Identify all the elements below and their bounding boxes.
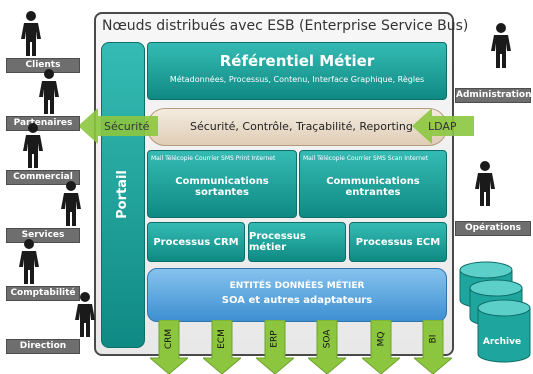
incoming-title-line2: entrantes	[345, 187, 401, 198]
security-bar-text: Sécurité, Contrôle, Traçabilité, Reporti…	[190, 120, 413, 133]
connector-label-text: ERP	[270, 330, 280, 348]
ldap-arrow-label: LDAP	[428, 120, 457, 133]
actor-figure-1	[34, 68, 64, 118]
connector-label-text: ECM	[217, 329, 227, 349]
right-actor-label-1: Opérations	[455, 221, 531, 236]
referentiel-title: Référentiel Métier	[219, 52, 375, 70]
portail-box	[101, 42, 145, 348]
connector-label-ecm: ECM	[203, 326, 241, 352]
right-actor-label-0: Administration	[455, 88, 532, 103]
security-arrow-label: Sécurité	[104, 120, 150, 133]
outgoing-title-line2: sortantes	[195, 187, 249, 198]
connector-label-text: CRM	[164, 328, 174, 350]
connector-label-bi: BI	[414, 326, 452, 352]
diagram-title: Nœuds distribués avec ESB (Enterprise Se…	[102, 18, 469, 34]
entities-line2: SOA et autres adaptateurs	[221, 295, 373, 306]
portail-label-wrap: Portail	[101, 42, 143, 346]
actor-label-1: Partenaires	[6, 116, 80, 131]
incoming-title-line1: Communications	[326, 176, 420, 187]
incoming-communications-box: Mail Télécopie Courrier SMS Scan Interne…	[299, 150, 447, 218]
entities-box: ENTITÉS DONNÉES MÉTIER SOA et autres ada…	[147, 268, 447, 322]
connector-label-text: MQ	[375, 331, 386, 347]
ldap-arrow	[412, 108, 474, 144]
actor-figure-5	[70, 291, 100, 341]
connector-label-mq: MQ	[362, 326, 400, 352]
connector-label-soa: SOA	[308, 326, 346, 352]
connector-label-erp: ERP	[256, 326, 294, 352]
actor-figure-0	[16, 10, 46, 60]
security-arrow	[78, 108, 158, 144]
outgoing-communications-box: Mail Télécopie Courrier SMS Print Intern…	[147, 150, 297, 218]
connector-arrow-crm	[150, 320, 188, 374]
connector-arrow-soa	[308, 320, 346, 374]
right-actor-figure-1	[470, 160, 500, 210]
process-metier-box: Processus métier	[248, 222, 346, 262]
actor-label-3: Services	[6, 228, 80, 243]
actor-label-archive: Archive	[482, 337, 522, 347]
outgoing-title-line1: Communications	[175, 176, 269, 187]
actor-figure-2	[18, 122, 48, 172]
connector-arrow-mq	[362, 320, 400, 374]
archive-cylinders-icon	[459, 261, 531, 363]
referentiel-subtitle: Métadonnées, Processus, Contenu, Interfa…	[169, 75, 425, 84]
referentiel-box: Référentiel Métier Métadonnées, Processu…	[147, 42, 447, 100]
actor-figure-3	[56, 180, 86, 230]
right-actor-figure-0	[486, 22, 516, 72]
actor-label-5: Direction	[6, 339, 80, 354]
actor-label-0: Clients	[6, 58, 80, 73]
portail-label: Portail	[114, 169, 130, 219]
entities-line1: ENTITÉS DONNÉES MÉTIER	[229, 281, 365, 291]
connector-arrow-bi	[414, 320, 452, 374]
connector-label-text: BI	[428, 334, 438, 344]
process-ecm-box: Processus ECM	[349, 222, 447, 262]
security-bar	[147, 108, 447, 146]
connector-arrow-ecm	[203, 320, 241, 374]
actor-label-4: Comptabilité	[6, 286, 80, 301]
incoming-channels: Mail Télécopie Courrier SMS Scan Interne…	[303, 155, 429, 162]
outgoing-channels: Mail Télécopie Courrier SMS Print Intern…	[151, 155, 276, 162]
process-crm-box: Processus CRM	[147, 222, 245, 262]
connector-label-crm: CRM	[150, 326, 188, 352]
connector-arrow-erp	[256, 320, 294, 374]
actor-figure-4	[14, 238, 44, 288]
actor-label-2: Commercial	[6, 170, 80, 185]
connector-label-text: SOA	[321, 329, 332, 349]
